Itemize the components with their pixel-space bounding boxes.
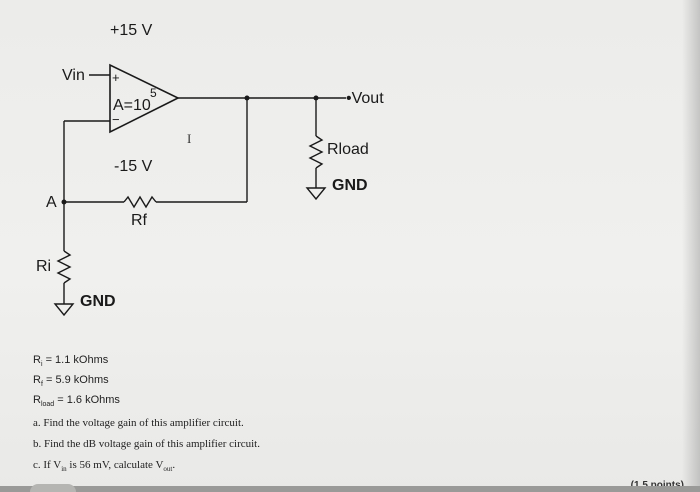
gnd-label-right: GND — [332, 177, 368, 194]
node-a-dot — [61, 199, 67, 205]
op-amp-gain-label: A=10 — [113, 97, 151, 114]
question-a: a. Find the voltage gain of this amplifi… — [33, 417, 244, 429]
ri-label: Ri — [36, 258, 51, 275]
question-c: c. If Vin is 56 mV, calculate Vout. — [33, 459, 176, 474]
ground-symbol-left — [53, 303, 75, 317]
circuit-diagram: +15 V -15 V + − A=10 5 Vin •Vout Rload G… — [36, 22, 384, 317]
bottom-edge — [0, 486, 700, 492]
points-label: (1.5 points) — [631, 480, 684, 491]
text-cursor-icon: I — [187, 131, 191, 146]
given-ri: Ri = 1.1 kOhms — [33, 354, 109, 369]
gnd-label-left: GND — [80, 293, 116, 310]
question-list: a. Find the voltage gain of this amplifi… — [33, 413, 260, 476]
given-rload: Rload = 1.6 kOhms — [33, 394, 120, 409]
vin-label: Vin — [62, 67, 85, 84]
ri-resistor — [56, 250, 72, 284]
op-amp-symbol — [109, 63, 180, 134]
supply-negative-label: -15 V — [114, 158, 153, 175]
page-edge-shadow — [682, 0, 700, 492]
rf-label: Rf — [131, 212, 148, 229]
supply-positive-label: +15 V — [110, 22, 153, 39]
op-amp-gain-exponent: 5 — [150, 86, 157, 100]
rload-label: Rload — [327, 141, 369, 158]
ground-symbol-right — [305, 187, 327, 201]
bottom-thumbnail-edge — [30, 484, 76, 492]
question-b: b. Find the dB voltage gain of this ampl… — [33, 438, 260, 450]
op-amp-plus-sign: + — [112, 70, 120, 85]
op-amp-minus-sign: − — [112, 112, 120, 127]
vout-label: •Vout — [346, 90, 384, 107]
rload-resistor — [308, 135, 324, 169]
given-rf: Rf = 5.9 kOhms — [33, 374, 109, 389]
given-values: Ri = 1.1 kOhms Rf = 5.9 kOhms Rload = 1.… — [33, 350, 120, 410]
rf-resistor — [123, 195, 157, 209]
node-a-label: A — [46, 194, 57, 211]
